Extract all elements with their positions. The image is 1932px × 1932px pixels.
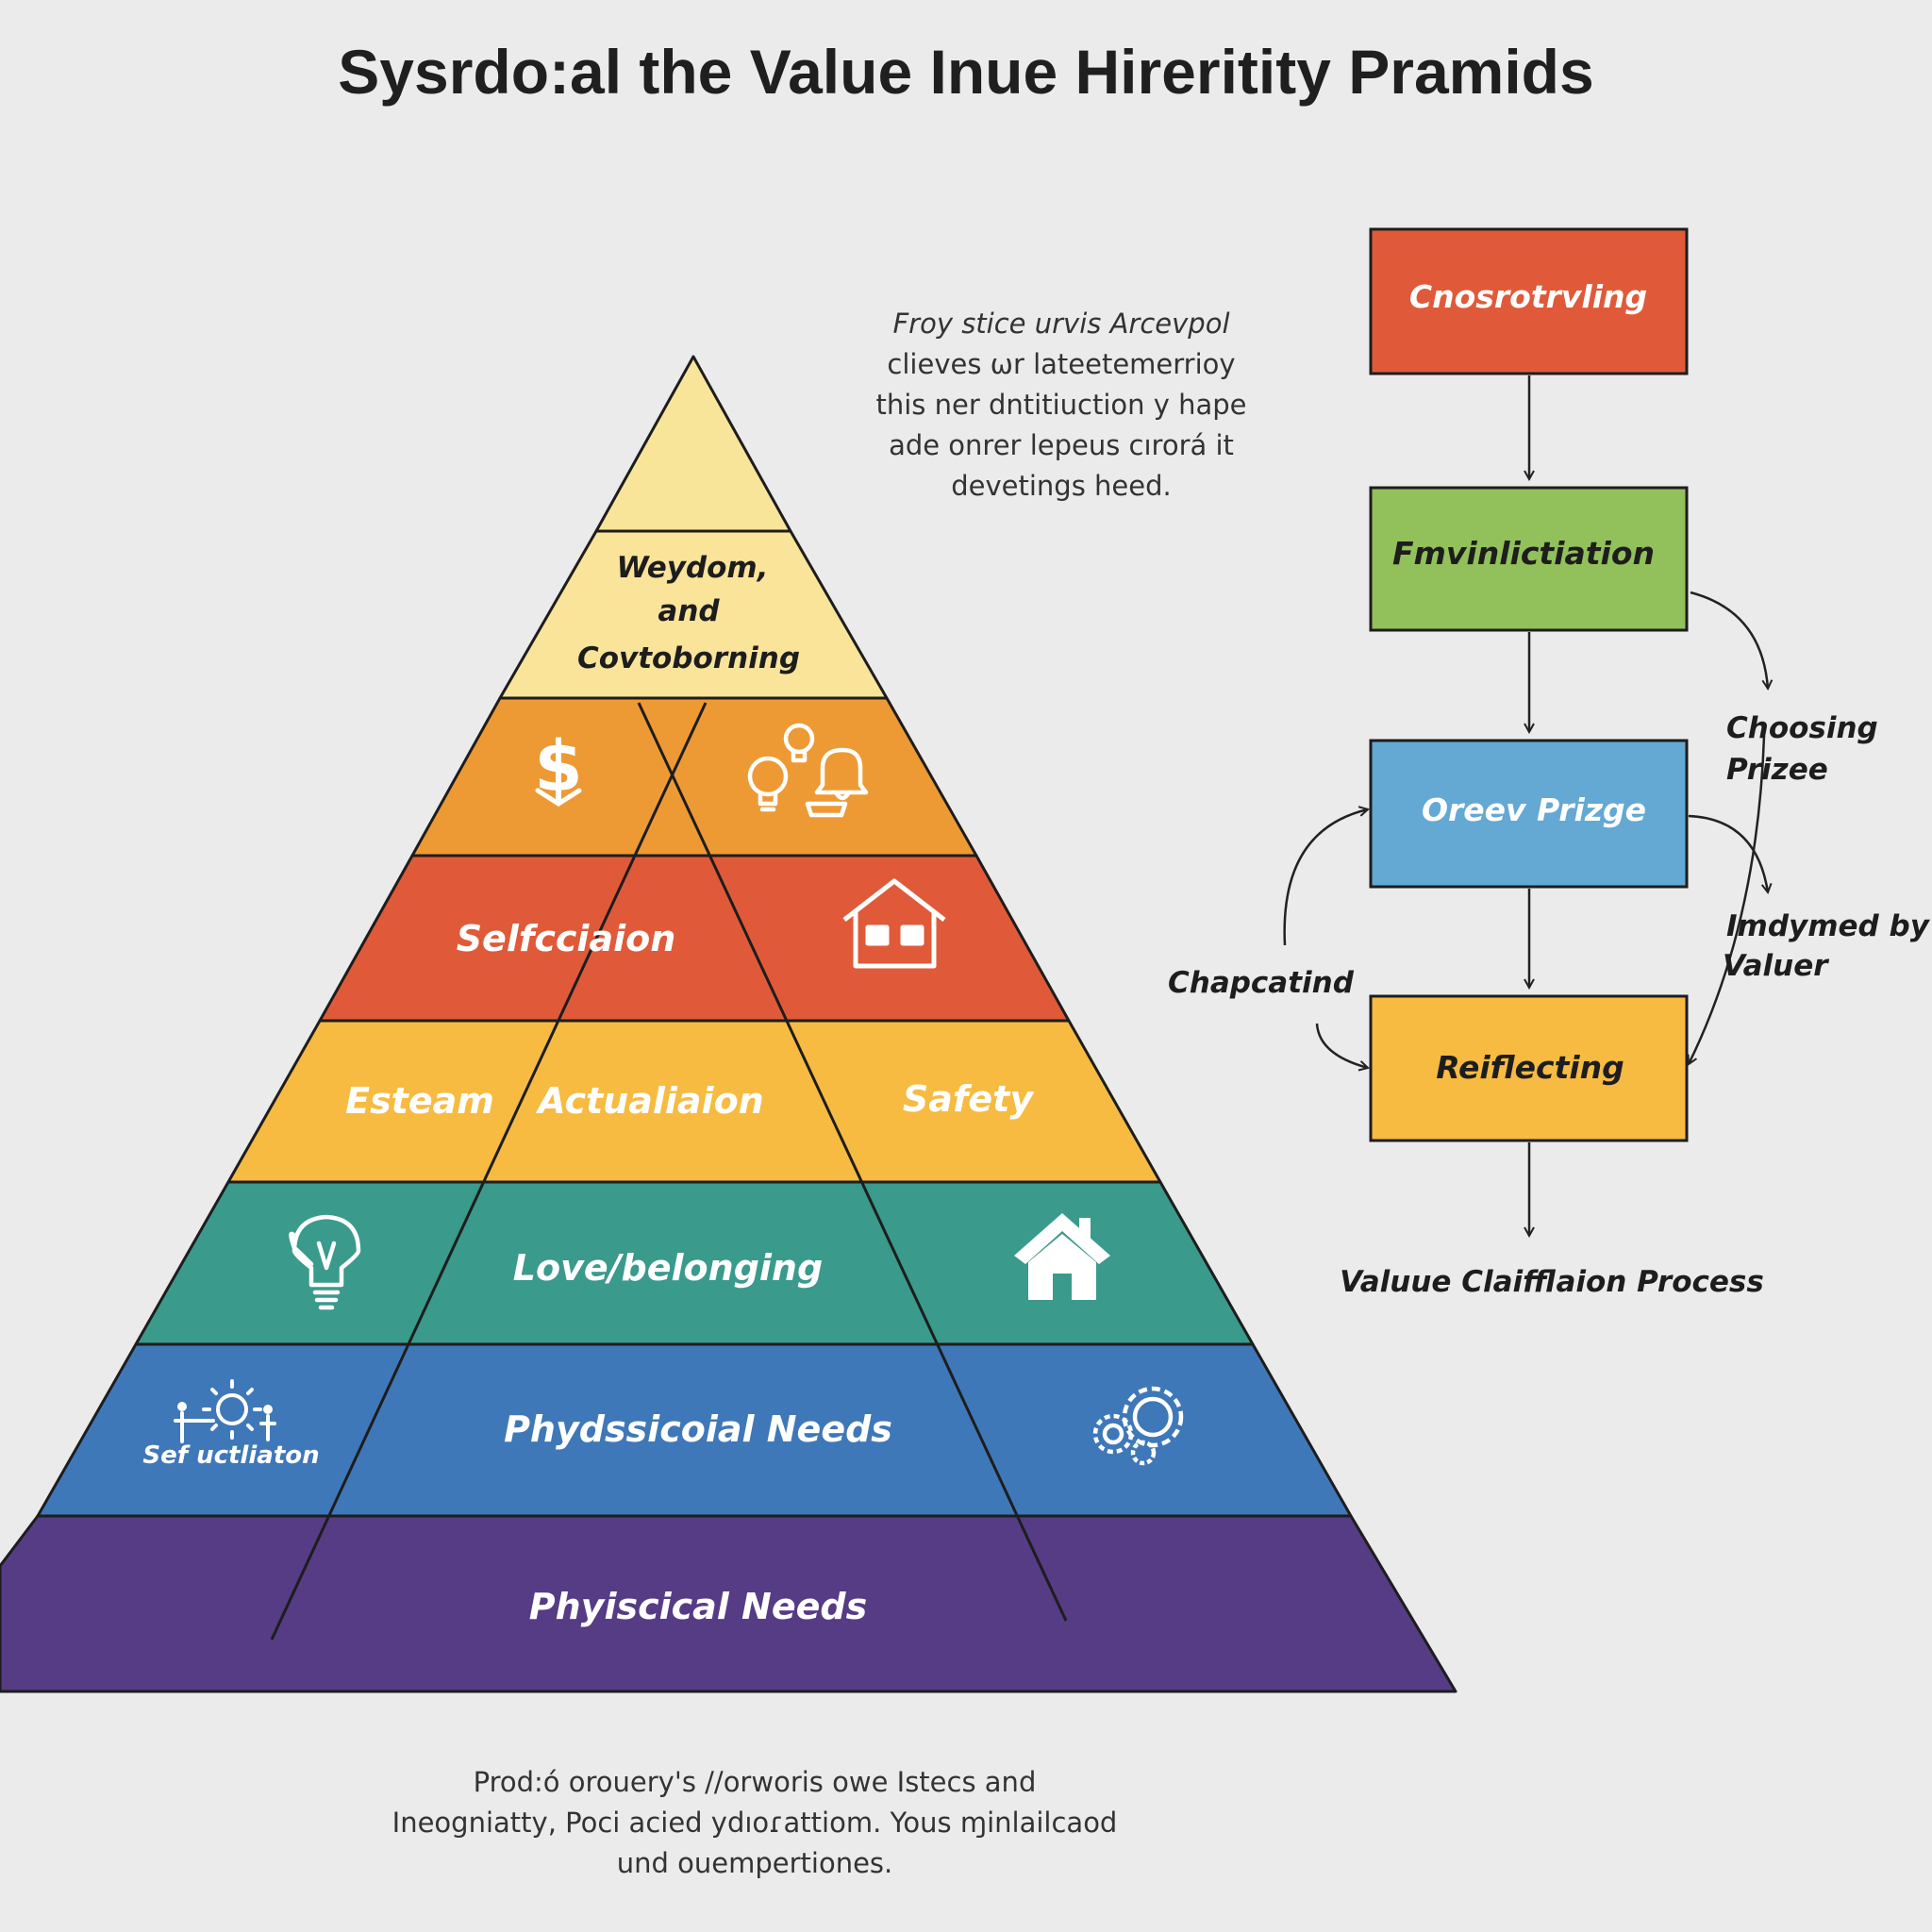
tier-2-line-3: Covtoborning [577, 641, 800, 675]
description-line: Froy stice urvis Arcevpol [892, 308, 1230, 340]
footer-line: Prod:ó orouery's //orworis owe Istecs an… [473, 1766, 1037, 1798]
svg-text:Imdymed by: Imdymed by [1726, 909, 1931, 943]
flow-caption: Valuue Claifflaion Process [1340, 1265, 1764, 1299]
flowchart: Cnosrotrvling Fmvinlictiation Oreev Priz… [1168, 227, 1931, 1299]
tier-2-text: Weydom, and Covtoborning [577, 551, 800, 675]
flow-box-familiarization-label: Fmvinlictiation [1392, 535, 1655, 572]
sun-figures-icon [174, 1379, 276, 1443]
svg-text:Choosing: Choosing [1726, 711, 1878, 745]
description-line: devetings heed. [951, 470, 1172, 502]
pyramid-tier-8 [0, 1514, 1457, 1693]
flow-box-prize [1369, 739, 1689, 889]
lightbulb-icon [747, 723, 815, 812]
pyramid-tier-1 [594, 355, 792, 533]
svg-text:Prizee: Prizee [1726, 753, 1828, 787]
footer-line: und ouempertiones. [616, 1847, 893, 1879]
description-line: clieves ωr lateetemerrioy [887, 348, 1236, 380]
flow-box-prize-label: Oreev Prizge [1422, 791, 1646, 828]
flow-box-familiarization [1369, 486, 1689, 632]
pyramid [0, 355, 1457, 1693]
footer-text: Prod:ó orouery's //orworis owe Istecs an… [358, 1762, 1151, 1884]
dollar-icon: $ [534, 726, 583, 808]
gears-icon [1092, 1386, 1184, 1466]
flow-box-reflecting [1369, 994, 1689, 1142]
description-text: Froy stice urvis Arcevpol clieves ωr lat… [830, 304, 1292, 507]
pyramid-divider-right [637, 702, 1068, 1622]
flow-box-reflecting-label: Reiflecting [1436, 1049, 1624, 1086]
pyramid-tier-4 [318, 854, 1071, 1023]
page-title: Sysrdo:al the Value Inue Hireritity Pram… [338, 37, 1594, 107]
tier-6-label: Love/belonging [513, 1247, 823, 1289]
tier-7-label: Phydssicoial Needs [504, 1408, 892, 1450]
tier-4-label: Selfcciaion [457, 918, 676, 959]
flow-side-label-imdymed: Imdymed by Valuer [1723, 909, 1931, 983]
tier-8-label: Phyiscical Needs [529, 1586, 867, 1627]
flow-side-label-choosing: Choosing Prizee [1726, 711, 1878, 787]
description-line: this ner dntitiuction y hape [875, 389, 1247, 421]
lightbulb-icon [289, 1214, 361, 1310]
bell-icon [805, 747, 869, 818]
house-icon [1014, 1213, 1110, 1300]
flow-side-label-chapcatind: Chapcatind [1168, 966, 1355, 1000]
svg-text:Valuer: Valuer [1723, 949, 1829, 983]
tier-5-label-actualization: Actualiaion [535, 1080, 764, 1122]
tier-5-label-esteem: Esteam [345, 1080, 494, 1122]
description-line: ade onrer lepeus cırorá it [889, 429, 1234, 461]
footer-line: Ineogniatty, Poci acied ydıoɾattiom. You… [391, 1807, 1118, 1839]
flow-box-controlling [1369, 227, 1689, 375]
flow-arrows [1283, 375, 1768, 1236]
flow-box-controlling-label: Cnosrotrvling [1409, 278, 1647, 315]
pyramid-tier-3 [410, 696, 978, 858]
house-outline-icon [842, 878, 946, 969]
pyramid-divider-left [270, 702, 708, 1641]
tier-2-line-1: Weydom, [616, 551, 768, 585]
tier-2-line-2: and [658, 594, 720, 628]
tier-5-label-safety: Safety [903, 1078, 1035, 1120]
tier-7-left-label: Sef uctliaton [142, 1441, 319, 1470]
